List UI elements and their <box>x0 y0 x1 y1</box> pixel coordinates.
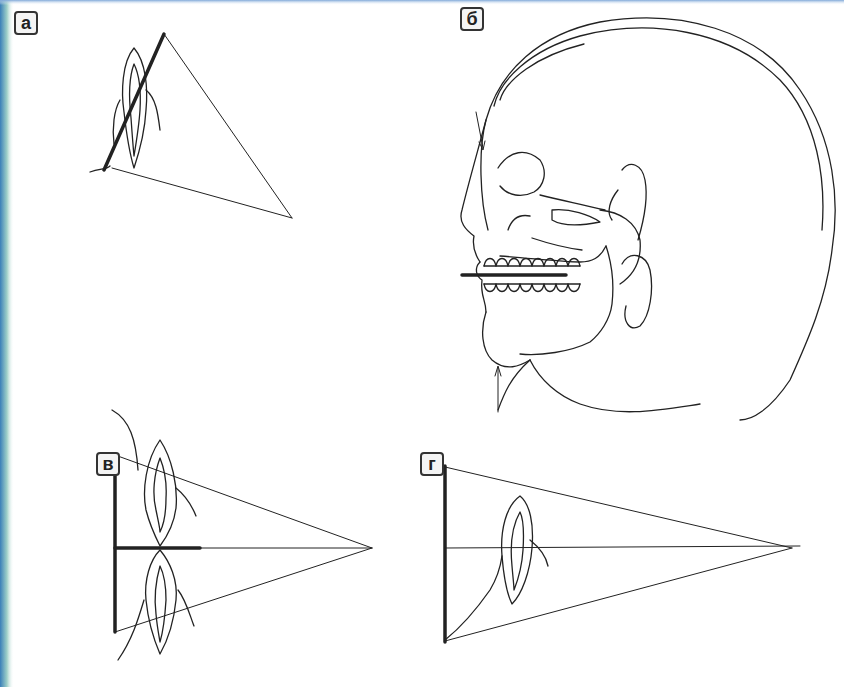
panel-label-box: б <box>460 7 484 31</box>
panel-label-box: в <box>96 452 120 476</box>
panel-letter: г <box>428 455 436 473</box>
bitewing-scheme <box>112 410 372 660</box>
bisecting-angle-scheme <box>90 34 292 218</box>
panel-label-box: а <box>14 11 38 35</box>
panel-letter: в <box>102 455 113 473</box>
panel-label-box: г <box>420 452 444 476</box>
parallel-technique-scheme <box>445 466 800 642</box>
skull-profile <box>461 18 835 420</box>
panel-letter: а <box>21 14 31 32</box>
panel-letter: б <box>466 10 477 28</box>
